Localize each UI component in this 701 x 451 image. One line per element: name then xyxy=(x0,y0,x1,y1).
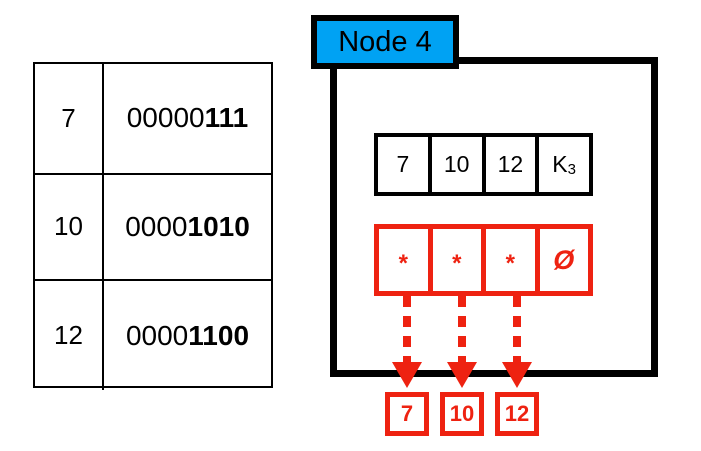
pointer-symbol: * xyxy=(452,250,462,278)
leaf-value-label: 10 xyxy=(449,401,475,426)
binary-suffix: 111 xyxy=(204,102,249,134)
binary-prefix: 00000 xyxy=(126,102,205,134)
key-text: 7 xyxy=(396,151,410,177)
key-cell: 12 xyxy=(486,137,540,192)
pointer-cell: * xyxy=(433,229,486,291)
arrow-shaft xyxy=(513,296,521,372)
leaf-value-label: 12 xyxy=(504,401,530,426)
binary-suffix: 1100 xyxy=(188,319,250,351)
node-container xyxy=(330,57,658,377)
leaf-value-label: 7 xyxy=(400,401,414,426)
pointer-cell: * xyxy=(486,229,540,291)
key-cell: 7 xyxy=(378,137,432,192)
arrow-head-icon xyxy=(392,362,422,388)
pointer-cell: * xyxy=(379,229,433,291)
key-text: K xyxy=(552,151,568,177)
decimal-value-cell: 12 xyxy=(35,281,104,390)
binary-suffix: 1010 xyxy=(187,210,250,242)
node-title-tab: Node 4 xyxy=(311,15,459,69)
leaf-value-box: 7 xyxy=(385,392,429,436)
arrow-shaft xyxy=(458,296,466,372)
decimal-value-cell: 10 xyxy=(35,174,104,280)
pointer-symbol: * xyxy=(505,250,515,278)
key-cell: 10 xyxy=(432,137,486,192)
pointer-cell-null: Ø xyxy=(540,229,589,291)
node-title-label: Node 4 xyxy=(338,25,432,58)
arrow-shaft xyxy=(403,296,411,372)
arrow-head-icon xyxy=(447,362,477,388)
binary-prefix: 0000 xyxy=(125,210,188,242)
binary-prefix: 0000 xyxy=(125,319,189,351)
key-subscript: 3 xyxy=(567,161,576,178)
key-text: 12 xyxy=(497,151,524,177)
pointers-array: * * * Ø xyxy=(374,224,593,296)
pointer-symbol: * xyxy=(398,250,408,278)
arrow-head-icon xyxy=(502,362,532,388)
decimal-value-cell: 7 xyxy=(35,64,104,173)
leaf-value-box: 12 xyxy=(495,392,539,436)
null-symbol: Ø xyxy=(553,244,575,275)
leaf-value-box: 10 xyxy=(440,392,484,436)
key-text: 10 xyxy=(443,151,470,177)
